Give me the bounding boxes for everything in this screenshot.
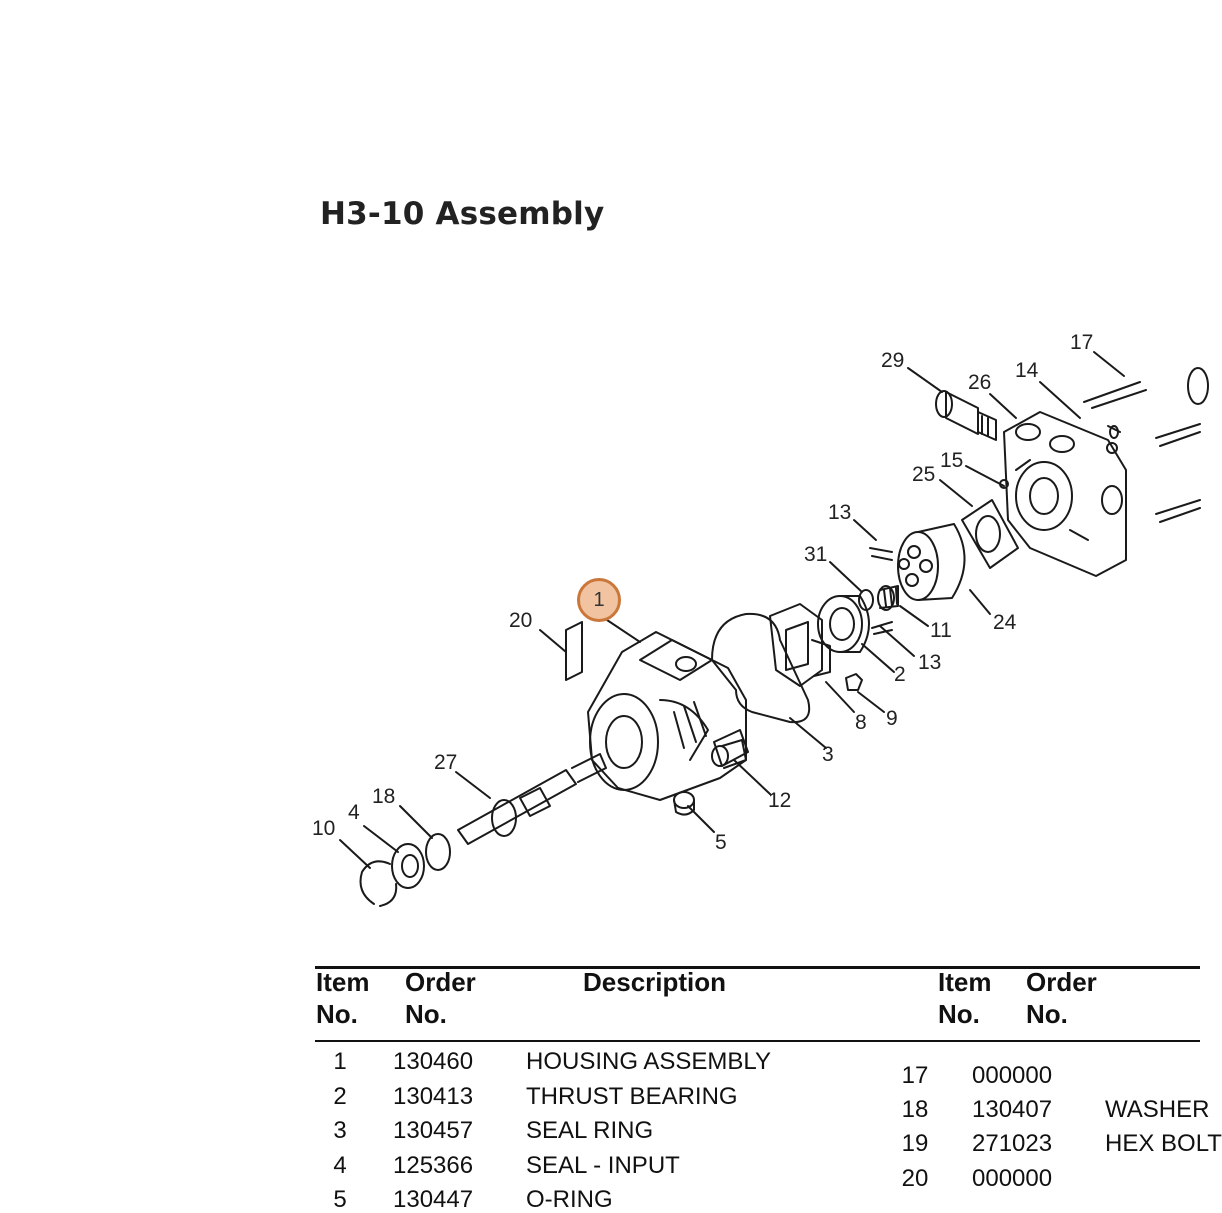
- part-valve-plate-25: [961, 499, 1019, 569]
- part-end-cover-26: [1003, 411, 1127, 577]
- diagram-title: H3-10 Assembly: [320, 196, 605, 232]
- callout-26: 26: [968, 371, 992, 394]
- part-shaft-27: [457, 753, 607, 845]
- left-row-4-desc: SEAL - INPUT: [526, 1152, 680, 1179]
- part-nut-9: [845, 673, 863, 691]
- right-row-20-item: 20: [901, 1165, 929, 1192]
- right-row-18-item: 18: [901, 1096, 929, 1123]
- part-fitting-12: [711, 739, 747, 769]
- callout-15: 15: [940, 449, 964, 472]
- right-row-20-order: 000000: [972, 1165, 1053, 1192]
- left-row-5-order: 130447: [393, 1186, 474, 1213]
- part-seal-4: [391, 843, 425, 889]
- right-row-17-item: 17: [901, 1062, 929, 1089]
- part-pin-13: [869, 547, 893, 635]
- part-o-ring-18: [425, 833, 451, 871]
- callout-17: 17: [1070, 331, 1094, 354]
- callout-9: 9: [886, 707, 898, 730]
- part-cylinder-block-24: [897, 523, 966, 601]
- callout-31: 31: [804, 543, 828, 566]
- table-header-rule: [315, 1040, 1200, 1042]
- left-row-5-item: 5: [333, 1186, 347, 1213]
- callout-18: 18: [372, 785, 396, 808]
- left-row-4-order: 125366: [393, 1152, 474, 1179]
- right-row-19-order: 271023: [972, 1130, 1053, 1157]
- callout-4: 4: [348, 801, 360, 824]
- part-housing-1: [587, 631, 749, 801]
- exploded-view-drawing: [339, 351, 1209, 907]
- part-seal-ring-3: [711, 612, 811, 724]
- left-row-2-item: 2: [333, 1083, 347, 1110]
- part-15: [999, 479, 1009, 489]
- callout-24: 24: [993, 611, 1017, 634]
- callout-11: 11: [930, 619, 952, 642]
- left-row-3-desc: SEAL RING: [526, 1117, 654, 1144]
- part-bolts-17: [1083, 367, 1209, 523]
- callout-10: 10: [312, 817, 336, 840]
- callout-2: 2: [894, 663, 906, 686]
- part-plug-5: [673, 791, 695, 816]
- right-row-17-order: 000000: [972, 1062, 1053, 1089]
- left-row-1-order: 130460: [393, 1048, 474, 1075]
- callout-27: 27: [434, 751, 458, 774]
- right-row-19-item: 19: [901, 1130, 929, 1157]
- right-row-19-desc: HEX BOLT: [1105, 1130, 1222, 1157]
- left-row-2-desc: THRUST BEARING: [526, 1083, 738, 1110]
- left-row-5-desc: O-RING: [526, 1186, 613, 1213]
- header-description: Description: [583, 967, 727, 997]
- left-row-3-item: 3: [333, 1117, 347, 1144]
- left-row-1-desc: HOUSING ASSEMBLY: [526, 1048, 771, 1075]
- left-row-2-order: 130413: [393, 1083, 474, 1110]
- callout-3: 3: [822, 743, 834, 766]
- callout-13-bottom: 13: [918, 651, 942, 674]
- part-snap-ring-10: [359, 860, 398, 907]
- part-thrust-bearing-2: [817, 595, 870, 653]
- table-top-rule: [315, 966, 1200, 969]
- part-swash-plate-8: [769, 603, 831, 687]
- callout-25: 25: [912, 463, 936, 486]
- right-row-18-order: 130407: [972, 1096, 1053, 1123]
- callout-14: 14: [1015, 359, 1039, 382]
- callout-13-top: 13: [828, 501, 852, 524]
- part-spring-11: [877, 585, 899, 611]
- right-row-18-desc: WASHER: [1105, 1096, 1210, 1123]
- left-row-4-item: 4: [333, 1152, 347, 1179]
- callout-5: 5: [715, 831, 727, 854]
- callout-29: 29: [881, 349, 905, 372]
- part-label-20: [565, 621, 583, 681]
- callout-20: 20: [509, 609, 533, 632]
- callout-12: 12: [768, 789, 792, 812]
- left-row-1-item: 1: [333, 1048, 347, 1075]
- leader-lines: [339, 351, 1125, 869]
- left-row-3-order: 130457: [393, 1117, 474, 1144]
- part-relief-valve-29: [935, 390, 997, 441]
- part-pin-14: [1107, 425, 1121, 439]
- callout-8: 8: [855, 711, 867, 734]
- hotspot-item-1[interactable]: 1: [577, 578, 621, 622]
